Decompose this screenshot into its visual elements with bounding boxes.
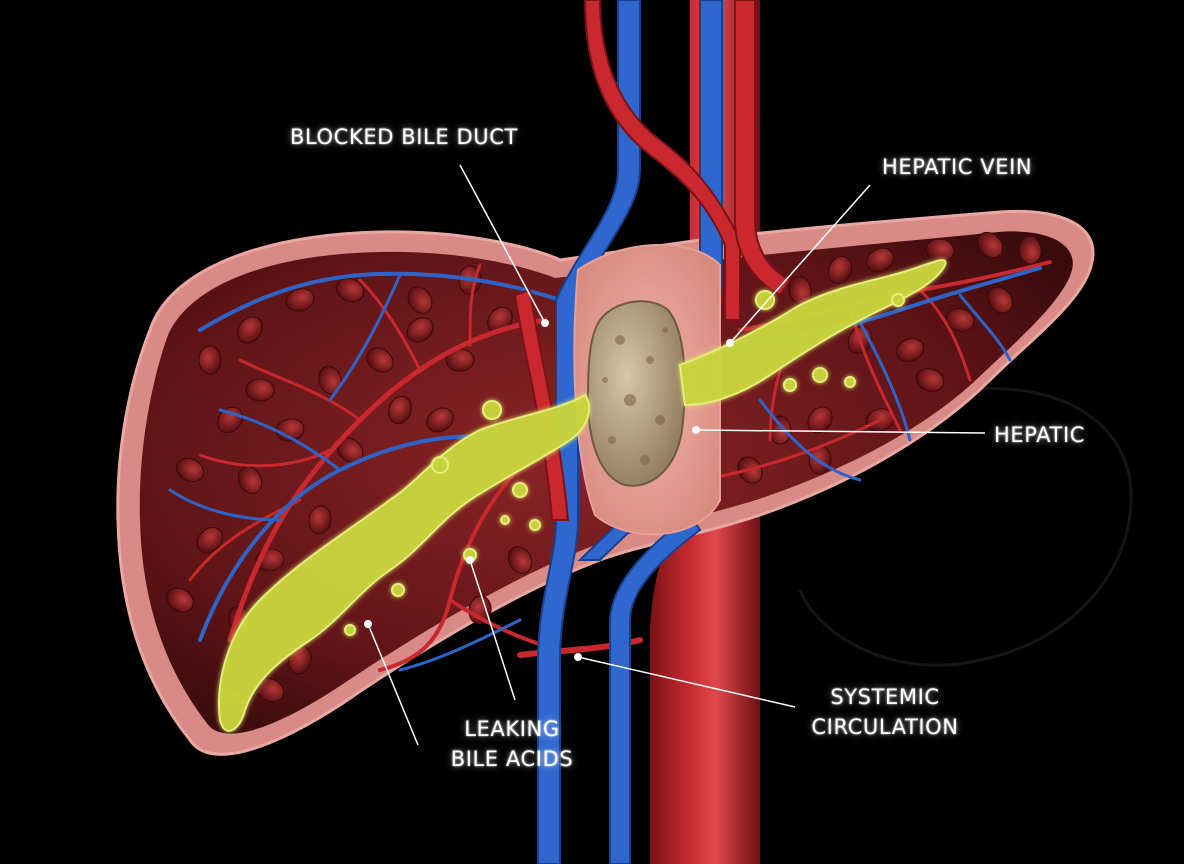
label-blocked-bile-duct: BLOCKED BILE DUCT: [290, 122, 518, 152]
label-systemic-circulation: SYSTEMIC CIRCULATION: [800, 682, 970, 742]
label-hepatic-vein: HEPATIC VEIN: [882, 152, 1032, 182]
label-hepatic: HEPATIC: [994, 420, 1085, 450]
gallstone-blockage: [588, 301, 685, 485]
red-blood-cell: [199, 346, 221, 374]
label-leaking-bile-acids: LEAKING BILE ACIDS: [432, 714, 592, 774]
